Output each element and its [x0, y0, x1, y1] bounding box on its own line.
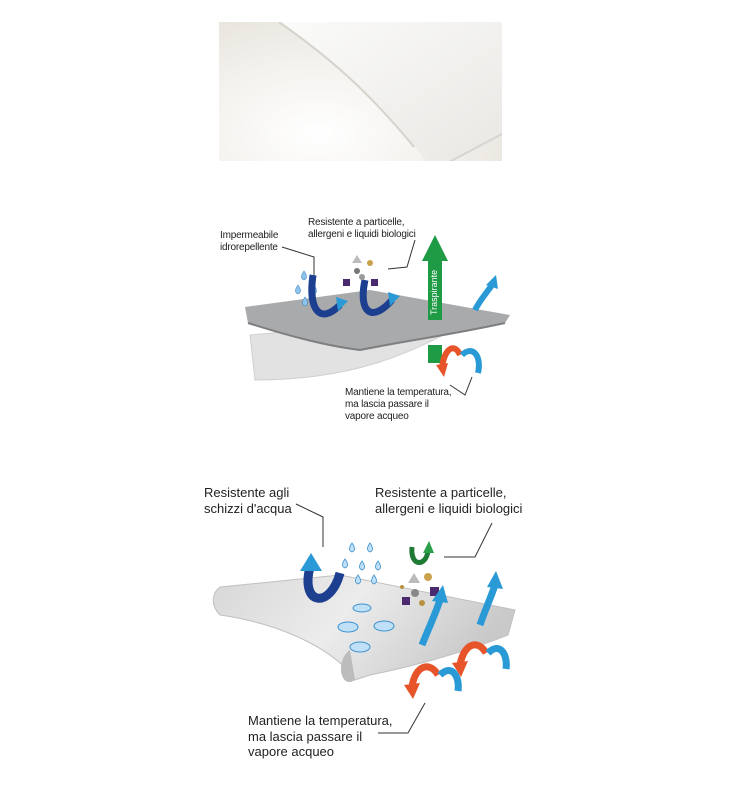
- pillow-photo: [219, 22, 502, 161]
- fabric-diagram-2: Resistente agli schizzi d'acqua Resisten…: [190, 475, 540, 780]
- label-temperature: Mantiene la temperatura, ma lascia passa…: [248, 713, 393, 760]
- label-particles: Resistente a particelle, allergeni e liq…: [375, 485, 523, 516]
- label-splash: Resistente agli schizzi d'acqua: [204, 485, 292, 516]
- fabric-diagram-1: Impermeabile idrorepellente Resistente a…: [210, 205, 510, 435]
- label-breathable: Traspirante: [429, 269, 439, 315]
- label-temperature: Mantiene la temperatura, ma lascia passa…: [345, 387, 452, 422]
- label-particles: Resistente a particelle, allergeni e liq…: [308, 217, 416, 240]
- label-waterproof: Impermeabile idrorepellente: [220, 230, 279, 253]
